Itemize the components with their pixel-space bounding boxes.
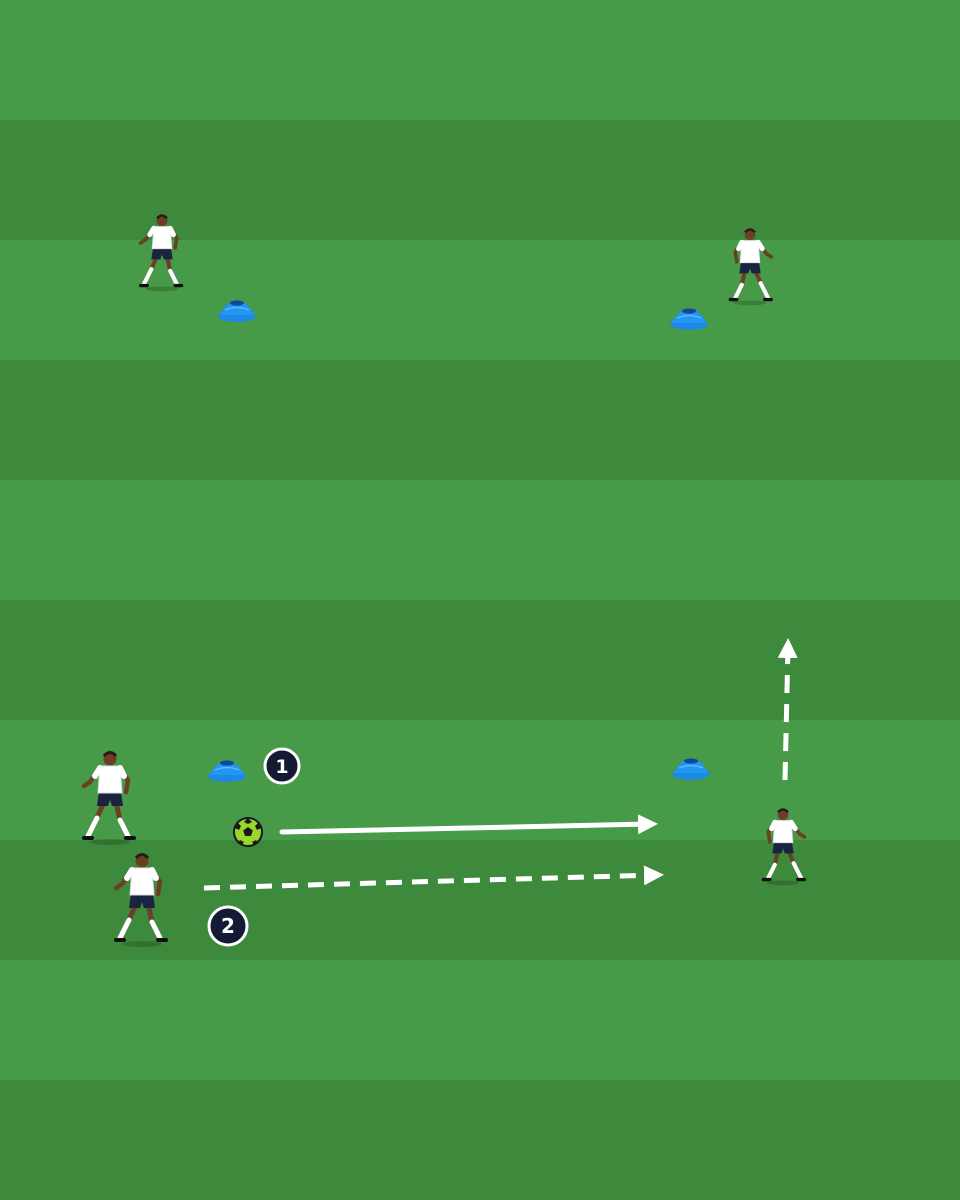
forward-run-arrow (777, 638, 798, 781)
pitch-stripe (0, 480, 960, 600)
pass-arrow (279, 814, 658, 835)
pitch-stripe (0, 120, 960, 240)
pitch-stripe (0, 720, 960, 840)
pitch-stripe (0, 600, 960, 720)
soccer-ball-icon (233, 817, 263, 847)
step-marker-2-label: 2 (221, 914, 235, 938)
pitch-stripe (0, 360, 960, 480)
pitch-stripe (0, 240, 960, 360)
pitch-stripe (0, 960, 960, 1080)
step-marker-1-label: 1 (275, 756, 288, 778)
run-arrow (203, 865, 664, 891)
pitch-stripe (0, 0, 960, 120)
step-marker-1: 1 (263, 747, 301, 785)
pitch-stripe (0, 1080, 960, 1200)
step-marker-2: 2 (207, 905, 249, 947)
